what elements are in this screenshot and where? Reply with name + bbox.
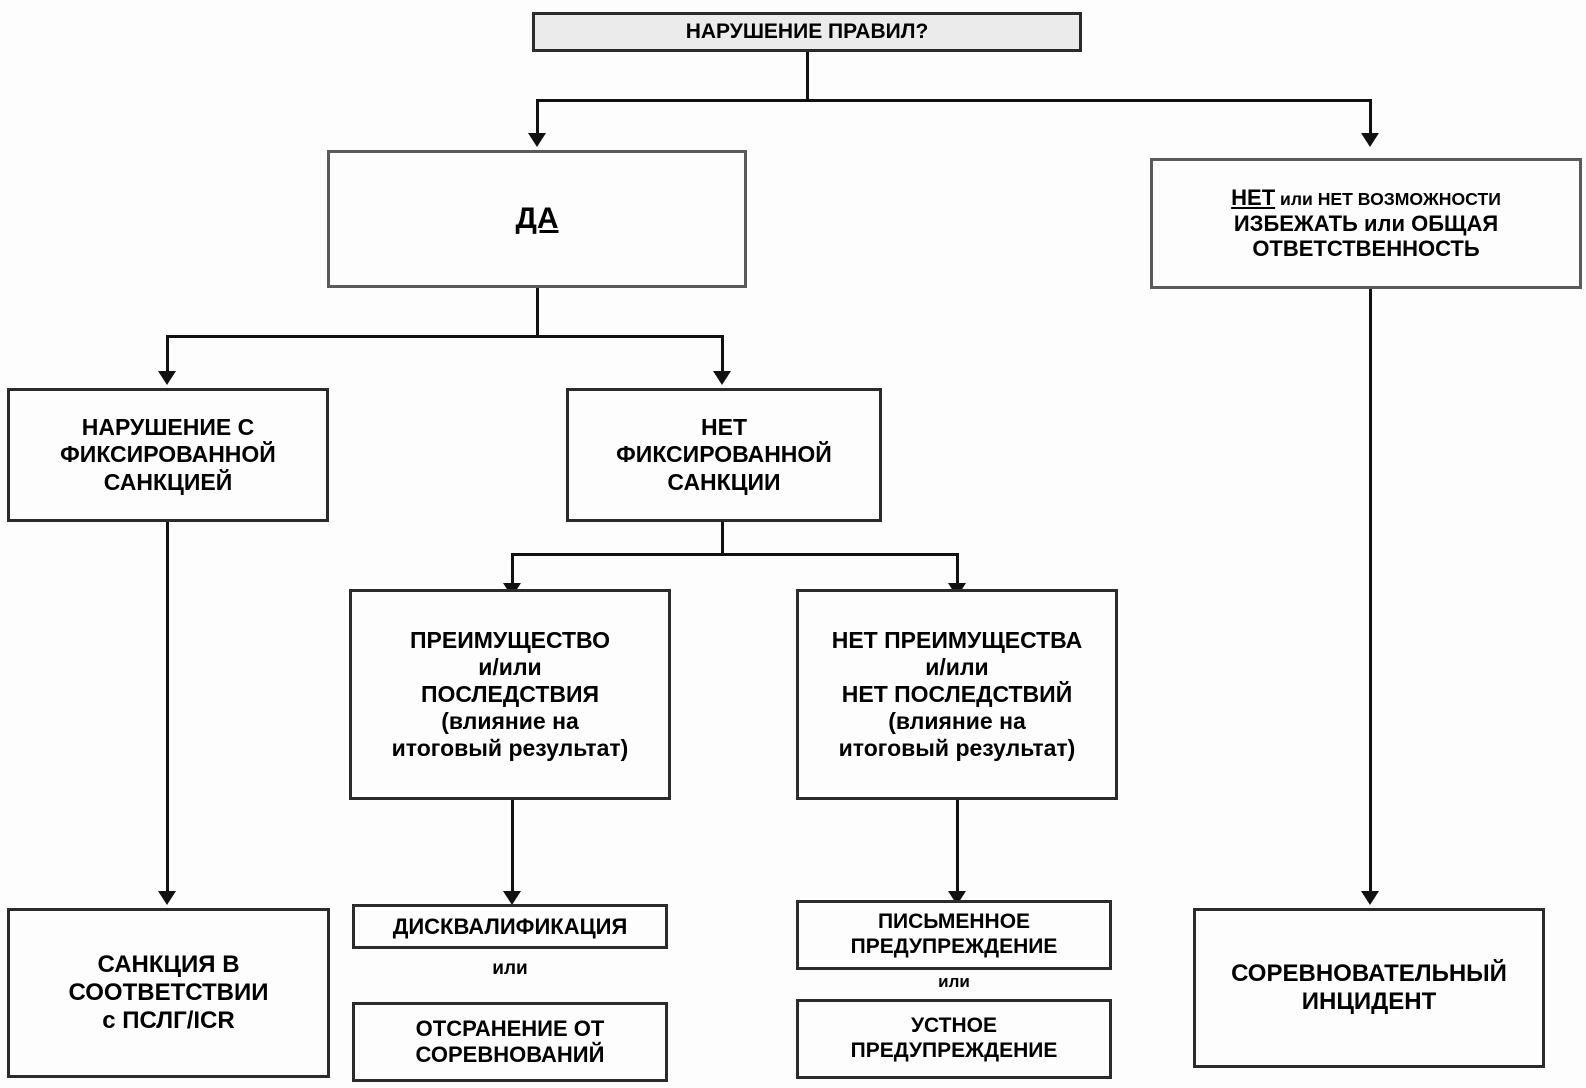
node-fixed-sanction-line2: ФИКСИРОВАННОЙ — [60, 441, 276, 468]
node-advantage-line2: и/или — [478, 653, 542, 680]
node-no-line1: НЕТ или НЕТ ВОЗМОЖНОСТИ — [1231, 185, 1501, 211]
node-advantage-line1: ПРЕИМУЩЕСТВО — [409, 626, 610, 653]
connector-nofixed-bar — [511, 553, 959, 556]
connector-root-stem — [806, 50, 809, 101]
connector-nofixed-to-noadv — [956, 553, 959, 585]
node-no-advantage-line3: НЕТ ПОСЛЕДСТВИЙ — [841, 680, 1073, 707]
connector-nofixed-to-adv — [511, 553, 514, 585]
node-root[interactable]: НАРУШЕНИЕ ПРАВИЛ? — [532, 12, 1082, 52]
node-verbal-warning-line1: УСТНОЕ — [910, 1014, 998, 1038]
node-advantage[interactable]: ПРЕИМУЩЕСТВО и/или ПОСЛЕДСТВИЯ (влияние … — [349, 589, 671, 800]
node-no-advantage-line2: и/или — [925, 653, 989, 680]
node-no-line1-rest: или НЕТ ВОЗМОЖНОСТИ — [1275, 188, 1501, 209]
connector-nofixed-stem — [721, 519, 724, 555]
node-sanction-icr-line2: СООТВЕТСТВИИ — [68, 978, 269, 1006]
node-racing-incident-line1: СОРЕВНОВАТЕЛЬНЫЙ — [1231, 959, 1507, 987]
node-verbal-warning[interactable]: УСТНОЕ ПРЕДУПРЕЖДЕНИЕ — [796, 999, 1112, 1079]
node-no-advantage-line4: (влияние на — [888, 708, 1026, 735]
or-label-left: или — [492, 958, 528, 979]
node-fixed-sanction-line1: НАРУШЕНИЕ С — [81, 414, 255, 441]
node-no-fixed-sanction-line1: НЕТ — [701, 414, 747, 441]
node-no-advantage-line5: итоговый результат) — [838, 735, 1076, 762]
connector-fixed-to-sanction — [166, 521, 169, 893]
connector-yes-to-nofixed — [721, 335, 724, 373]
connector-yes-bar — [166, 335, 724, 338]
connector-no-to-incident — [1369, 288, 1372, 893]
node-yes[interactable]: ДА — [327, 150, 747, 288]
connector-noadv-to-warning — [956, 800, 959, 893]
node-racing-incident-line2: ИНЦИДЕНТ — [1301, 988, 1437, 1015]
node-verbal-warning-line2: ПРЕДУПРЕЖДЕНИЕ — [850, 1039, 1058, 1062]
connector-root-bar — [536, 99, 1372, 102]
node-yes-label: ДА — [515, 202, 559, 236]
arrow-no-to-incident — [1361, 891, 1379, 905]
node-advantage-line3: ПОСЛЕДСТВИЯ — [420, 680, 600, 707]
node-sanction-icr-line3: с ПСЛГ/ICR — [102, 1007, 235, 1035]
node-disqualification[interactable]: ДИСКВАЛИФИКАЦИЯ — [352, 904, 668, 949]
connector-yes-stem — [536, 287, 539, 337]
node-sanction-icr[interactable]: САНКЦИЯ В СООТВЕТСТВИИ с ПСЛГ/ICR — [7, 908, 330, 1078]
connector-root-to-no — [1369, 99, 1372, 137]
node-no[interactable]: НЕТ или НЕТ ВОЗМОЖНОСТИ ИЗБЕЖАТЬ или ОБЩ… — [1150, 158, 1582, 289]
node-exclusion-line2: СОРЕВНОВАНИЙ — [415, 1042, 605, 1067]
connector-adv-to-disq — [511, 800, 514, 893]
node-exclusion[interactable]: ОТСРАНЕНИЕ ОТ СОРЕВНОВАНИЙ — [352, 1002, 668, 1082]
arrow-adv-to-disq — [503, 891, 521, 905]
node-no-line2: ИЗБЕЖАТЬ или ОБЩАЯ — [1233, 210, 1499, 236]
connector-yes-to-fixed — [166, 335, 169, 373]
node-no-advantage[interactable]: НЕТ ПРЕИМУЩЕСТВА и/или НЕТ ПОСЛЕДСТВИЙ (… — [796, 589, 1118, 800]
connector-root-to-yes — [536, 99, 539, 137]
node-fixed-sanction[interactable]: НАРУШЕНИЕ С ФИКСИРОВАННОЙ САНКЦИЕЙ — [7, 388, 329, 522]
node-exclusion-line1: ОТСРАНЕНИЕ ОТ — [415, 1016, 605, 1042]
node-written-warning-line2: ПРЕДУПРЕЖДЕНИЕ — [850, 935, 1058, 958]
node-advantage-line4: (влияние на — [441, 708, 579, 735]
node-root-label: НАРУШЕНИЕ ПРАВИЛ? — [685, 19, 929, 43]
node-sanction-icr-line1: САНКЦИЯ В — [97, 950, 240, 978]
node-written-warning[interactable]: ПИСЬМЕННОЕ ПРЕДУПРЕЖДЕНИЕ — [796, 900, 1112, 970]
node-disqualification-label: ДИСКВАЛИФИКАЦИЯ — [392, 913, 628, 939]
node-fixed-sanction-line3: САНКЦИЕЙ — [103, 468, 233, 495]
or-label-right: или — [938, 972, 970, 991]
node-no-line1-strong: НЕТ — [1231, 184, 1276, 210]
node-no-fixed-sanction[interactable]: НЕТ ФИКСИРОВАННОЙ САНКЦИИ — [566, 388, 882, 522]
arrow-yes-to-fixed — [158, 371, 176, 385]
node-no-line3: ОТВЕТСТВЕННОСТЬ — [1252, 236, 1480, 262]
node-no-advantage-line1: НЕТ ПРЕИМУЩЕСТВА — [831, 626, 1083, 653]
node-written-warning-line1: ПИСЬМЕННОЕ — [877, 910, 1031, 934]
arrow-fixed-to-sanction — [158, 891, 176, 905]
node-no-fixed-sanction-line2: ФИКСИРОВАННОЙ — [616, 441, 832, 468]
arrow-yes-to-nofixed — [713, 371, 731, 385]
node-advantage-line5: итоговый результат) — [391, 735, 629, 762]
node-no-fixed-sanction-line3: САНКЦИИ — [667, 468, 781, 495]
arrow-root-to-no — [1361, 133, 1379, 147]
arrow-root-to-yes — [528, 133, 546, 147]
node-racing-incident[interactable]: СОРЕВНОВАТЕЛЬНЫЙ ИНЦИДЕНТ — [1193, 908, 1545, 1068]
